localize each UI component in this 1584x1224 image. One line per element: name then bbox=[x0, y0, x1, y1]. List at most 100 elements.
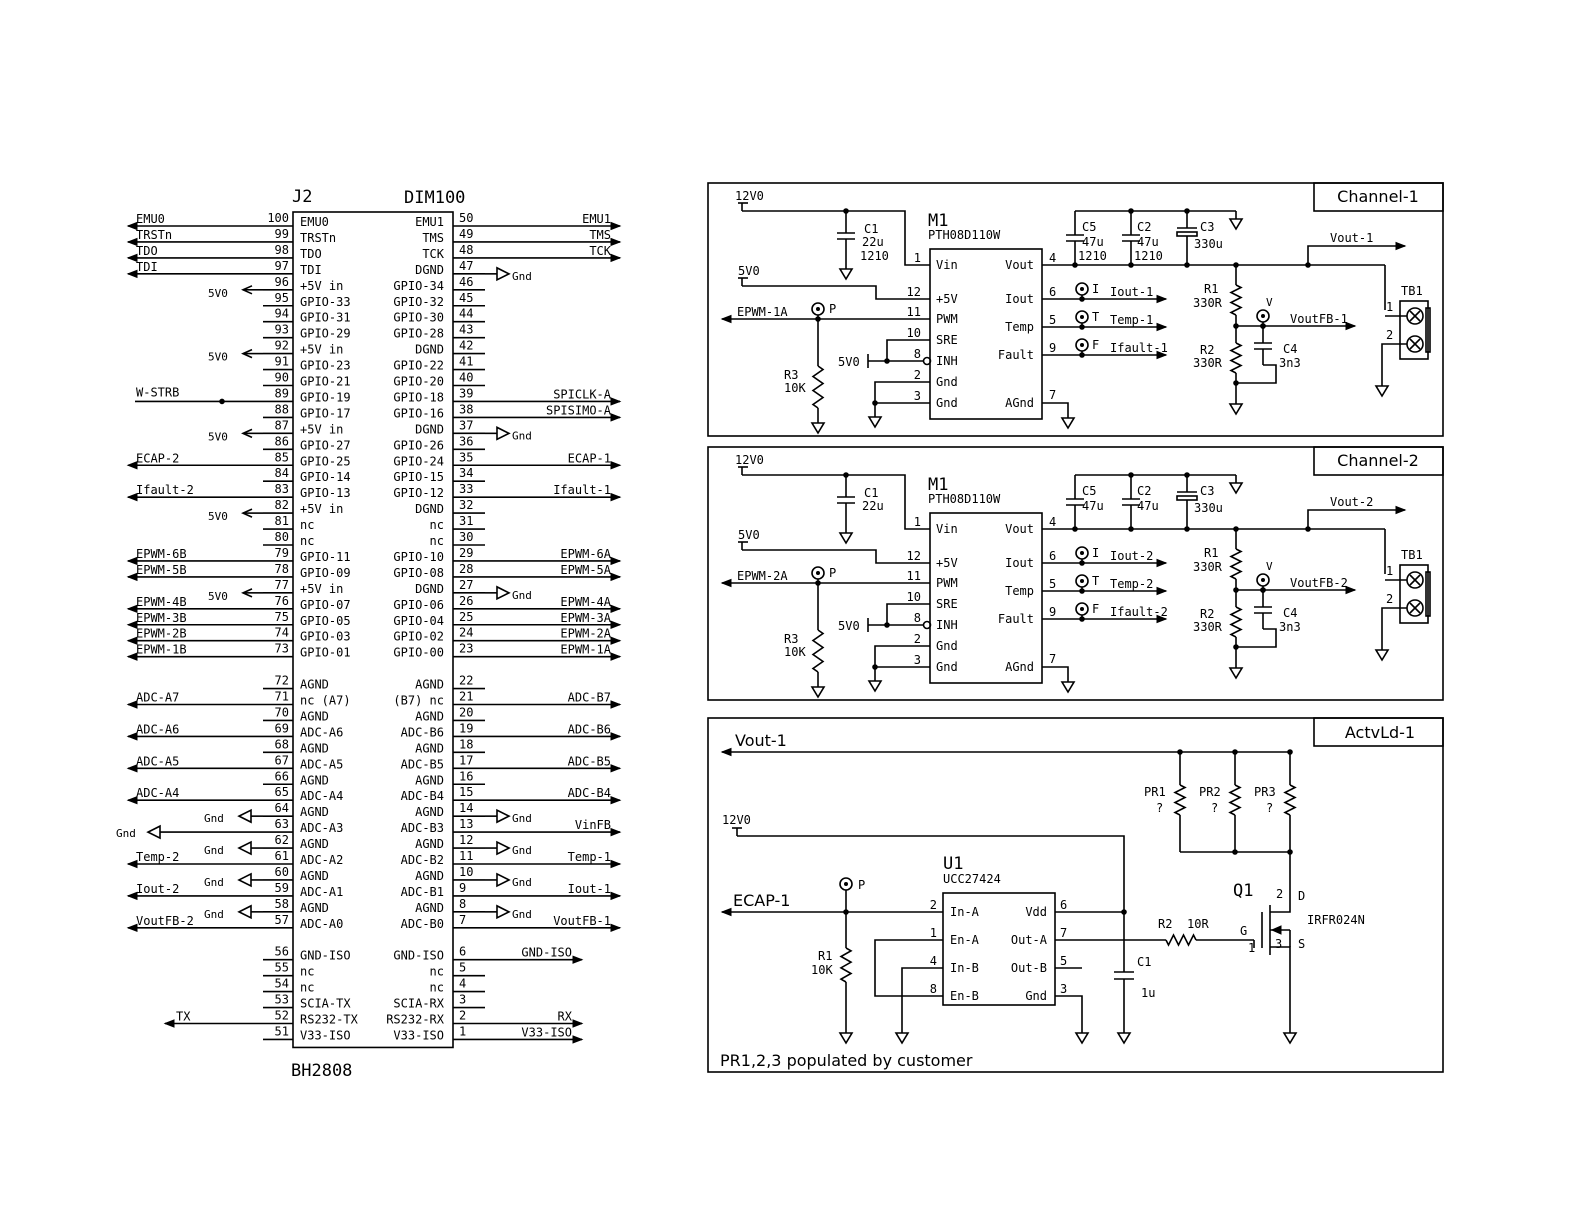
module-body bbox=[929, 512, 1043, 684]
ic-pin-number: 2 bbox=[930, 898, 937, 912]
net-label: RX bbox=[558, 1010, 573, 1024]
pin-name: ADC-B5 bbox=[401, 757, 444, 771]
mosfet-pin-label: D bbox=[1298, 889, 1305, 903]
power-label: 12V0 bbox=[735, 453, 764, 467]
module-pin-number: 1 bbox=[914, 251, 921, 265]
pin-name: GPIO-17 bbox=[300, 406, 351, 420]
pin-name: V33-ISO bbox=[300, 1028, 351, 1042]
arrow-head bbox=[572, 955, 584, 964]
junction-dot bbox=[1233, 380, 1239, 386]
ground-label: Gnd bbox=[512, 270, 532, 283]
wire bbox=[1042, 402, 1069, 410]
module-pin-number: 2 bbox=[914, 632, 921, 646]
pin-name: RS232-RX bbox=[386, 1013, 445, 1027]
pin-name: AGND bbox=[415, 773, 444, 787]
pin-number: 50 bbox=[459, 211, 473, 225]
mosfet-pin-label: S bbox=[1298, 937, 1305, 951]
wire bbox=[1381, 343, 1407, 378]
test-point-label: P bbox=[829, 302, 836, 316]
cap-value: 3n3 bbox=[1279, 620, 1301, 634]
arrow-head bbox=[720, 747, 732, 757]
arrow-head bbox=[610, 636, 622, 645]
pin-number: 78 bbox=[275, 562, 289, 576]
pin-name: GPIO-29 bbox=[300, 327, 351, 341]
ground-icon bbox=[1228, 403, 1244, 416]
ic-pin-name: Vdd bbox=[1025, 905, 1047, 919]
ground-label: Gnd bbox=[512, 844, 532, 857]
pin-name: AGND bbox=[415, 869, 444, 883]
pin-name: TMS bbox=[422, 231, 444, 245]
module-pin-name: Temp bbox=[1005, 584, 1034, 598]
arrow-head bbox=[1156, 322, 1168, 332]
module-refdes: M1 bbox=[928, 475, 948, 495]
pin-name: EMU1 bbox=[415, 215, 444, 229]
module-pin-number: 3 bbox=[914, 653, 921, 667]
pin-number: 3 bbox=[459, 993, 466, 1007]
test-point-label: P bbox=[829, 566, 836, 580]
pin-number: 5 bbox=[459, 961, 466, 975]
cap-value: 3n3 bbox=[1279, 356, 1301, 370]
arrow-head bbox=[610, 827, 622, 837]
mosfet-pin-number: 2 bbox=[1276, 887, 1283, 901]
pin-number: 1 bbox=[459, 1024, 466, 1038]
pin-name: DGND bbox=[415, 343, 444, 357]
pin-number: 17 bbox=[459, 753, 473, 767]
panel-title: Channel-1 bbox=[1337, 187, 1419, 206]
module-pin-name: Vout bbox=[1005, 258, 1034, 272]
resistor-refdes: PR1 bbox=[1144, 785, 1166, 799]
pin-name: GPIO-11 bbox=[300, 550, 351, 564]
net-label: Temp-1 bbox=[568, 850, 611, 864]
wire bbox=[886, 339, 930, 361]
pin-number: 84 bbox=[275, 466, 289, 480]
net-label: EPWM-5B bbox=[136, 563, 187, 577]
test-point-label: T bbox=[1092, 310, 1099, 324]
pin-name: GPIO-03 bbox=[300, 630, 351, 644]
mosfet-part: IRFR024N bbox=[1307, 913, 1365, 927]
module-pin-name: Vout bbox=[1005, 522, 1034, 536]
pin-name: GPIO-10 bbox=[393, 550, 444, 564]
pin-name: GND-ISO bbox=[393, 949, 444, 963]
pin-name: GPIO-34 bbox=[393, 279, 444, 293]
net-label: VinFB bbox=[575, 818, 611, 832]
test-point-dot bbox=[816, 307, 820, 311]
pin-number: 11 bbox=[459, 849, 473, 863]
pin-number: 81 bbox=[275, 514, 289, 528]
net-label: W-STRB bbox=[136, 385, 179, 399]
module-pin-name: SRE bbox=[936, 597, 958, 611]
pin-number: 59 bbox=[275, 881, 289, 895]
cap-refdes: C4 bbox=[1283, 342, 1297, 356]
mosfet-pin-number: 3 bbox=[1275, 937, 1282, 951]
terminal-refdes: TB1 bbox=[1401, 284, 1423, 298]
pin-number: 83 bbox=[275, 482, 289, 496]
ic-pin-number: 7 bbox=[1060, 926, 1067, 940]
net-label: VoutFB-2 bbox=[1290, 576, 1348, 590]
pin-number: 75 bbox=[275, 610, 289, 624]
power-label: 5V0 bbox=[208, 430, 228, 443]
cap-refdes: C1 bbox=[864, 486, 878, 500]
pin-name: GPIO-15 bbox=[393, 470, 444, 484]
arrow-head bbox=[126, 269, 138, 279]
pin-number: 64 bbox=[275, 801, 289, 815]
ground-icon bbox=[146, 824, 161, 840]
pin-name: DGND bbox=[415, 582, 444, 596]
wire bbox=[1042, 666, 1069, 674]
resistor-value: ? bbox=[1211, 801, 1218, 815]
pin-number: 40 bbox=[459, 371, 473, 385]
test-point-label: I bbox=[1092, 546, 1099, 560]
pin-name: AGND bbox=[300, 741, 329, 755]
module-part: PTH08D110W bbox=[928, 228, 1001, 242]
pin-name: DGND bbox=[415, 263, 444, 277]
ic-pin-name: In-B bbox=[950, 961, 979, 975]
pin-name: +5V in bbox=[300, 502, 343, 516]
ground-icon bbox=[810, 422, 826, 435]
pin-name: ADC-A4 bbox=[300, 789, 343, 803]
pin-name: nc bbox=[300, 518, 314, 532]
arrow-head bbox=[720, 907, 732, 917]
module-pin-name: INH bbox=[936, 618, 958, 632]
pin-name: GPIO-12 bbox=[393, 486, 444, 500]
ic-pin-name: Out-A bbox=[1011, 933, 1048, 947]
wire bbox=[874, 645, 930, 668]
ground-icon bbox=[496, 872, 511, 888]
pin-name: +5V in bbox=[300, 422, 343, 436]
pin-number: 25 bbox=[459, 610, 473, 624]
